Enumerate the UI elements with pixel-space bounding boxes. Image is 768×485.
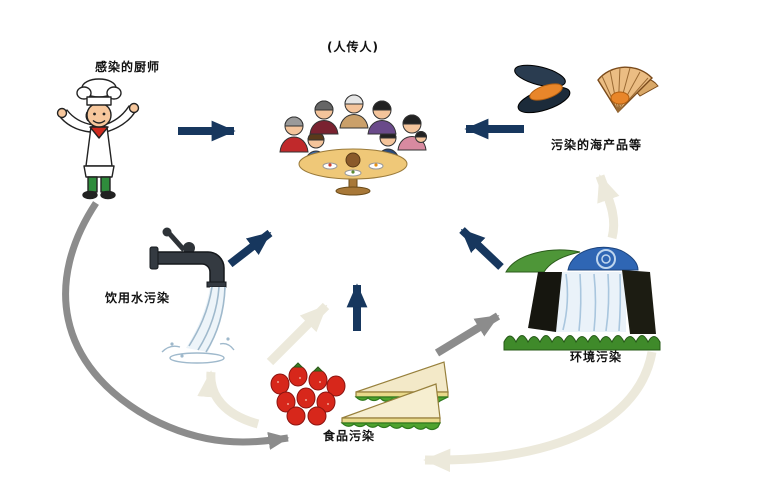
label-seafood: 污染的海产品等 <box>551 138 643 152</box>
arrow-faint-environment-to-food <box>423 351 657 473</box>
diagram-title: (人传人) <box>327 40 379 54</box>
contaminated-shellfish-illustration <box>514 64 659 114</box>
label-water: 饮用水污染 <box>105 291 171 305</box>
running-faucet-illustration <box>149 227 235 364</box>
label-environment: 环境污染 <box>570 350 623 364</box>
label-infected-chef: 感染的厨师 <box>95 60 161 74</box>
arrow-faint-food-to-family <box>266 302 330 366</box>
label-food: 食品污染 <box>323 429 376 443</box>
family-dinner-illustration <box>279 94 428 196</box>
arrow-faint-environment-to-seafood <box>595 174 620 240</box>
infected-chef-illustration <box>56 78 140 200</box>
arrow-chef-to-food <box>62 201 290 450</box>
waterfall-environment-illustration <box>503 246 661 351</box>
arrow-environment-to-family <box>459 227 504 270</box>
strawberries-and-sandwiches-illustration <box>270 361 449 431</box>
arrow-water-to-family <box>227 229 273 268</box>
arrow-faint-food-to-water <box>197 370 260 429</box>
arrow-food-to-environment <box>434 312 501 357</box>
